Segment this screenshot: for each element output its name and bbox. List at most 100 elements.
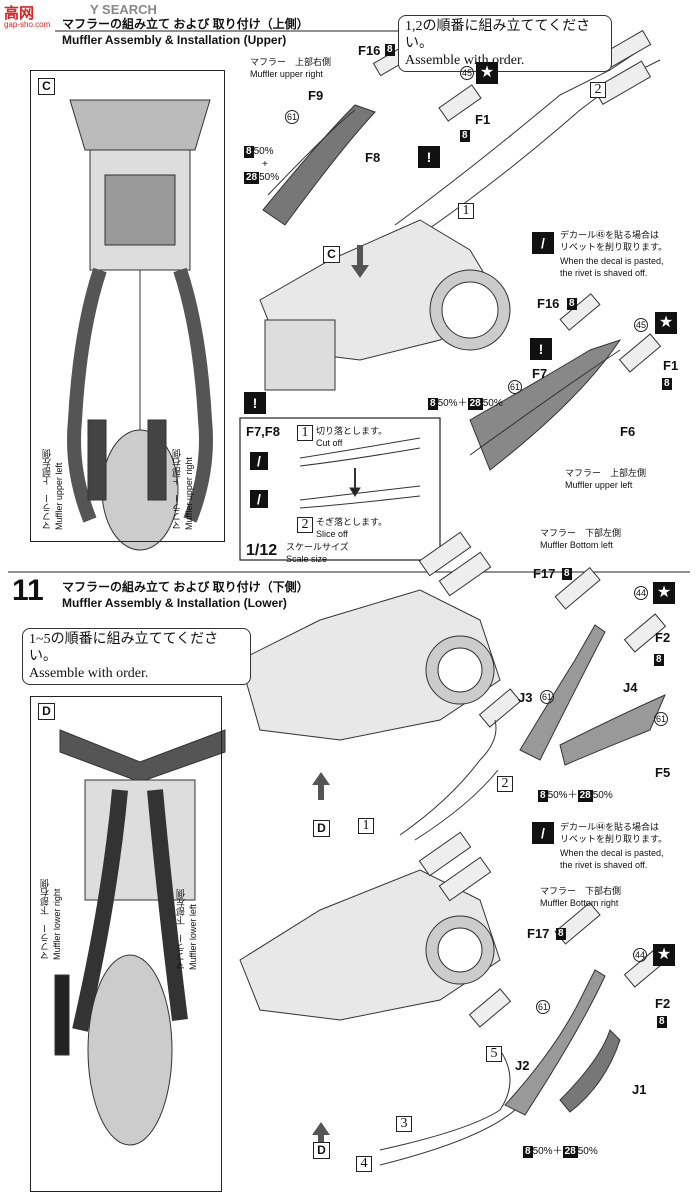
paint-61-circle-5: 61: [536, 1000, 550, 1014]
decal-note-en1: When the decal is pasted,: [560, 256, 664, 266]
view-d-label-2: D: [313, 1142, 330, 1159]
part-f2-top: F2: [655, 630, 671, 645]
sequence-2-upper: 2: [590, 82, 606, 98]
decal-tool-icon-1: /: [532, 232, 554, 254]
panel-c-right-en: Muffler upper right: [184, 457, 194, 530]
sequence-2-lower: 2: [497, 776, 513, 792]
paint-61-circle-2: 61: [508, 380, 522, 394]
paint-mix-left-pct-b: 50%: [259, 172, 280, 183]
step10-title-en: Muffler Assembly & Installation (Upper): [62, 33, 287, 47]
watermark-brand-1: 高: [4, 5, 20, 22]
paint-61-circle-3: 61: [540, 690, 554, 704]
paint-mix-lower-bottom-b: 50%: [577, 1146, 598, 1157]
paint-28-badge-2: 28: [467, 398, 483, 410]
part-f1-lower: F1: [663, 358, 679, 373]
paint-mix-left-pct-a: 50%: [253, 146, 274, 157]
cut-tool-icon-2: !: [530, 338, 552, 360]
paint-28-badge-3: 28: [577, 790, 593, 802]
cut-box-border: [239, 417, 441, 561]
part-f5: F5: [655, 765, 671, 780]
scale-en: Scale size: [286, 554, 328, 564]
step10-title-jp: マフラーの組み立て および 取り付け（上側）: [62, 17, 309, 31]
paint-8-badge-11: 8: [657, 1016, 667, 1028]
paint-8-badge-9: 8: [538, 790, 548, 802]
step10-order-jp: 1,2の順番に組み立ててください。: [405, 19, 591, 51]
part-f2-bottom: F2: [655, 996, 671, 1011]
cut-step-2-en: Slice off: [316, 529, 348, 539]
cut-tool-icon-5: /: [250, 490, 268, 508]
part-j1: J1: [632, 1082, 647, 1097]
paint-mix-upper-left-b: 50%: [482, 398, 503, 409]
step10-order-en: Assemble with order.: [405, 53, 525, 68]
paint-plus: +: [262, 159, 268, 170]
scale-jp: スケールサイズ: [286, 542, 349, 552]
bike-top-view-c: [67, 99, 213, 551]
decal-44-circle-2: 44: [633, 948, 647, 962]
muffler-upper-right-en: Muffler upper right: [250, 69, 323, 79]
view-d-label-1: D: [313, 820, 330, 837]
part-j2: J2: [515, 1058, 530, 1073]
sequence-4: 4: [356, 1156, 372, 1172]
step11-title-jp: マフラーの組み立て および 取り付け（下側）: [62, 580, 309, 594]
paint-28-badge-4: 28: [562, 1146, 578, 1158]
decal-note2-jp2: リベットを削り取ります。: [560, 834, 668, 844]
panel-d-left-en: Muffler lower left: [188, 904, 198, 970]
paint-8-badge-3: 8: [244, 146, 254, 158]
star-icon-1: ★: [476, 62, 498, 84]
upper-muffler-exploded: [262, 29, 662, 471]
lower-muffler-exploded-top: [519, 567, 667, 766]
paint-8-badge-1: 8: [385, 44, 395, 56]
part-f1-upper: F1: [475, 112, 491, 127]
cut-tool-icon-4: /: [250, 452, 268, 470]
panel-d-left-jp: マフラー 下部左側: [176, 889, 186, 970]
paint-8-badge-7: 8: [562, 568, 572, 580]
watermark-search: Y SEARCH: [90, 2, 157, 17]
paint-mix-lower-bottom-a: 50%＋: [532, 1146, 563, 1157]
star-icon-3: ★: [653, 582, 675, 604]
panel-c-left-jp: マフラー 上部左側: [42, 449, 52, 530]
muffler-upper-left-en: Muffler upper left: [565, 480, 633, 490]
paint-61-circle-1: 61: [285, 110, 299, 124]
decal-note2-en1: When the decal is pasted,: [560, 848, 664, 858]
cut-step-2: 2: [297, 517, 313, 533]
star-icon-4: ★: [653, 944, 675, 966]
paint-mix-lower-top-a: 50%＋: [547, 790, 578, 801]
panel-c-label: C: [38, 78, 55, 95]
watermark-sub: gap-sho.com: [4, 20, 51, 29]
paint-8-badge-8: 8: [654, 654, 664, 666]
frame-step11-bottom: [239, 831, 516, 1166]
decal-note2-en2: the rivet is shaved off.: [560, 860, 648, 870]
paint-8-badge-4: 8: [567, 298, 577, 310]
sequence-3: 3: [396, 1116, 412, 1132]
frame-step11-top: [239, 531, 522, 841]
paint-8-badge-6: 8: [428, 398, 438, 410]
cut-step-1: 1: [297, 425, 313, 441]
panel-c: [30, 70, 225, 542]
lower-muffler-exploded-bottom: [504, 902, 667, 1116]
star-icon-2: ★: [655, 312, 677, 334]
part-f9: F9: [308, 88, 324, 103]
panel-d-right-jp: マフラー 下部右側: [40, 879, 50, 960]
cut-tool-icon-1: !: [418, 146, 440, 168]
decal-45-circle-2: 45: [634, 318, 648, 332]
part-f16-lower: F16: [537, 296, 560, 311]
part-f17-bottom: F17: [527, 926, 550, 941]
step11-order-en: Assemble with order.: [29, 666, 149, 681]
watermark-logo: 高网: [4, 2, 34, 23]
part-j3: J3: [518, 690, 533, 705]
panel-d-right-en: Muffler lower right: [52, 888, 62, 960]
sequence-5: 5: [486, 1046, 502, 1062]
decal-44-circle-1: 44: [634, 586, 648, 600]
decal-note-jp1: デカール㊺を貼る場合は: [560, 230, 660, 240]
scale-label: 1/12: [246, 542, 278, 559]
cut-step-1-en: Cut off: [316, 438, 343, 448]
step11-order-note: 1~5の順番に組み立ててください。 Assemble with order.: [22, 628, 251, 685]
cut-tool-icon-3: !: [244, 392, 266, 414]
paint-61-circle-4: 61: [654, 712, 668, 726]
decal-tool-icon-2: /: [532, 822, 554, 844]
cut-step-1-jp: 切り落とします。: [316, 426, 388, 436]
